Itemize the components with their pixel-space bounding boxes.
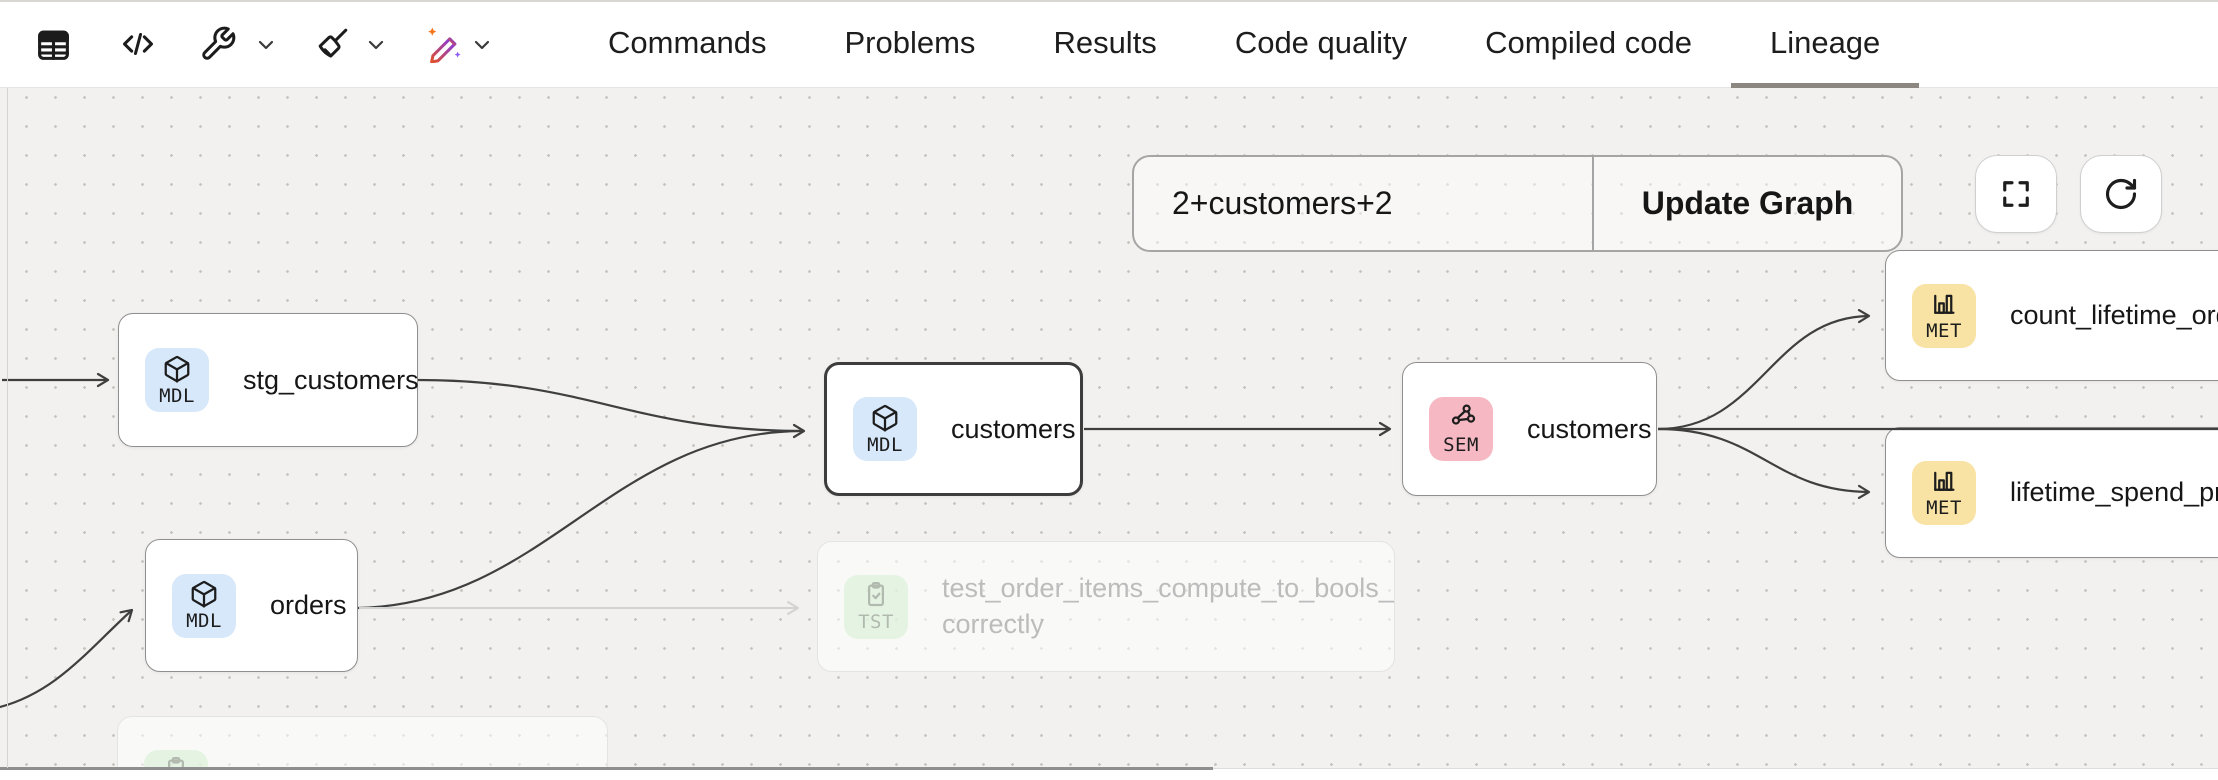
node-label: customers xyxy=(951,413,1076,444)
bottom-panel-edge xyxy=(0,767,2218,780)
update-graph-button[interactable]: Update Graph xyxy=(1594,157,1901,250)
model-badge: MDL xyxy=(853,397,917,461)
tab-problems[interactable]: Problems xyxy=(844,25,976,60)
cube-icon xyxy=(191,580,217,608)
chevron-down-icon[interactable] xyxy=(470,33,494,57)
tab-compiled-code[interactable]: Compiled code xyxy=(1485,25,1692,60)
chevron-down-icon[interactable] xyxy=(254,33,278,57)
magic-wand-icon[interactable] xyxy=(424,24,464,64)
bar-chart-icon xyxy=(1934,294,1955,314)
refresh-button[interactable] xyxy=(2080,155,2162,233)
table-icon[interactable] xyxy=(33,24,73,64)
node-lifetime-spend-pretax[interactable]: MET lifetime_spend_preta xyxy=(1885,427,2218,558)
tab-code-quality[interactable]: Code quality xyxy=(1234,25,1408,60)
node-label: stg_customers xyxy=(243,364,419,395)
node-test-order-items[interactable]: TST test_order_items_compute_to_bools_co… xyxy=(817,541,1395,672)
node-stg-customers[interactable]: MDL stg_customers xyxy=(118,313,419,447)
node-customers-model[interactable]: MDL customers xyxy=(824,362,1083,496)
node-label: customers xyxy=(1527,413,1652,444)
wrench-icon[interactable] xyxy=(198,24,238,64)
node-label: orders xyxy=(270,590,347,620)
test-badge: TST xyxy=(844,574,908,639)
selector-input[interactable] xyxy=(1134,157,1592,250)
lineage-canvas[interactable]: MDL stg_customers MDL orders MDL xyxy=(0,88,2218,780)
selector-divider xyxy=(1592,157,1594,250)
clipboard-check-icon xyxy=(868,582,884,607)
bar-chart-icon xyxy=(1934,471,1955,491)
cube-icon xyxy=(164,355,190,383)
node-count-lifetime-order[interactable]: MET count_lifetime_order xyxy=(1885,250,2218,381)
node-label: count_lifetime_order xyxy=(2010,300,2218,330)
node-customers-semantic[interactable]: SEM customers xyxy=(1402,362,1657,496)
tab-commands[interactable]: Commands xyxy=(608,25,767,60)
node-label: lifetime_spend_preta xyxy=(2010,477,2218,507)
metric-badge: MET xyxy=(1912,460,1976,525)
model-badge: MDL xyxy=(172,573,236,638)
model-badge: MDL xyxy=(145,348,209,412)
metric-badge: MET xyxy=(1912,283,1976,348)
node-label: test_order_items_compute_to_bools_correc… xyxy=(942,573,1394,639)
tab-bar: Commands Problems Results Code quality C… xyxy=(569,0,1920,88)
cube-icon xyxy=(872,404,898,432)
fullscreen-button[interactable] xyxy=(1975,155,2057,233)
tab-results[interactable]: Results xyxy=(1053,25,1157,60)
chevron-down-icon[interactable] xyxy=(364,33,388,57)
broom-icon[interactable] xyxy=(312,24,352,64)
refresh-icon xyxy=(2105,178,2137,210)
bottom-panel-divider xyxy=(0,767,1213,770)
lineage-selector-group: Update Graph xyxy=(1132,155,1903,252)
code-icon[interactable] xyxy=(118,24,158,64)
tab-lineage[interactable]: Lineage xyxy=(1730,0,1920,88)
fullscreen-icon xyxy=(2003,181,2029,207)
node-orders[interactable]: MDL orders xyxy=(145,539,358,672)
header-bar: Commands Problems Results Code quality C… xyxy=(0,0,2218,88)
semantic-badge: SEM xyxy=(1429,397,1493,461)
network-icon xyxy=(1451,403,1476,425)
